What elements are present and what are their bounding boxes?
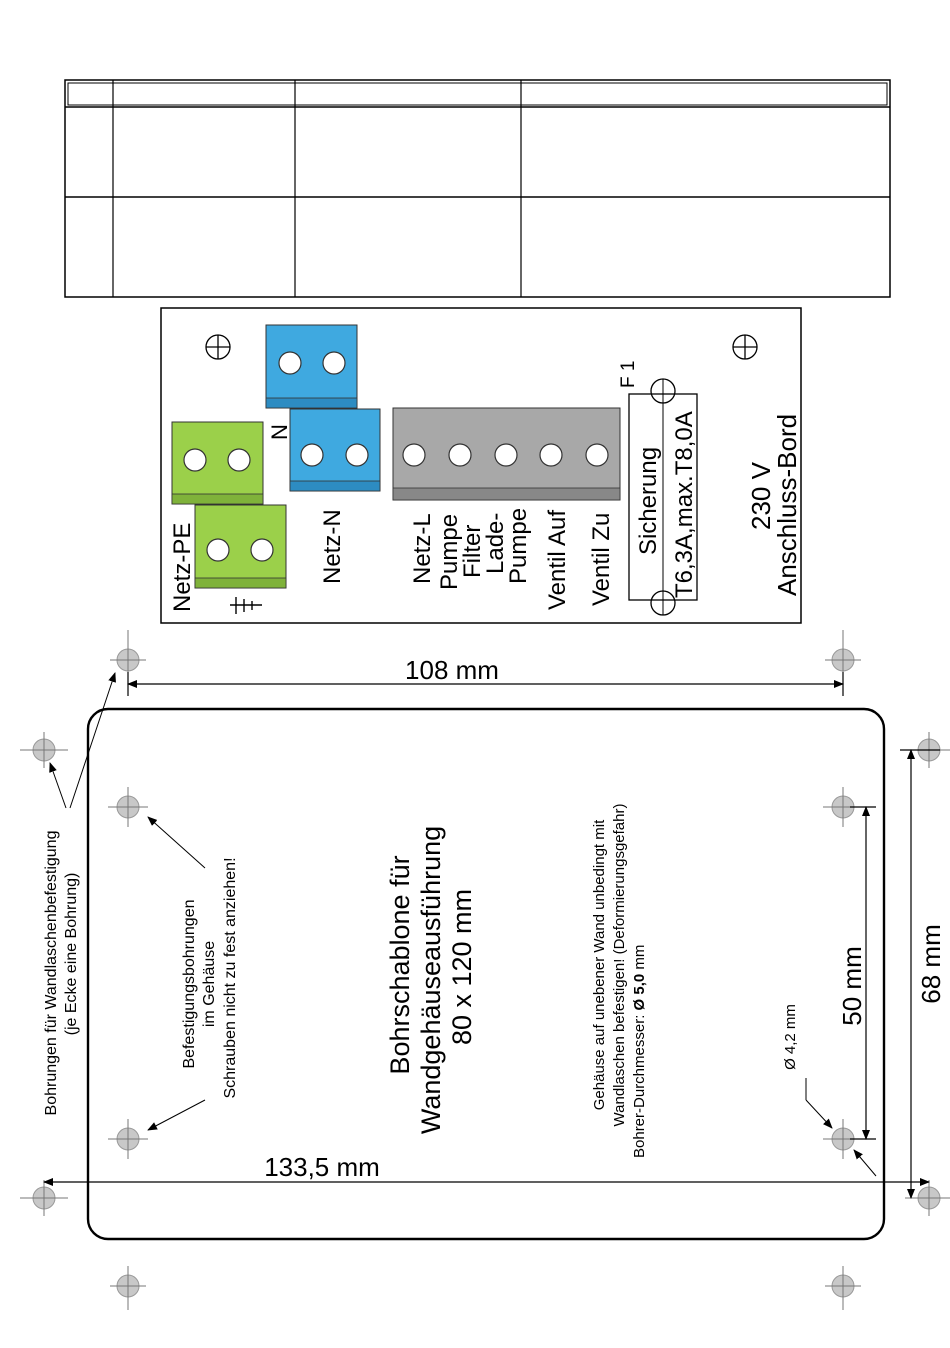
label-ventil-auf: Ventil Auf (544, 510, 571, 610)
note-mount-line-1: Befestigungsbohrungen (181, 899, 198, 1068)
dim-133-label: 133,5 mm (264, 1152, 380, 1182)
header-table (64, 79, 891, 298)
label-netz-pe: Netz-PE (169, 523, 196, 612)
label-pumpe-filter-2: Filter (459, 525, 486, 578)
label-n-mark: N (267, 424, 292, 440)
note-drill-prefix: Bohrer-Durchmesser: (631, 1010, 648, 1158)
hole-wall-left-bottom-icon (20, 1180, 68, 1216)
label-ventil-zu: Ventil Zu (588, 513, 615, 606)
dim-50-label: 50 mm (837, 946, 867, 1025)
dim-108-label: 108 mm (405, 655, 499, 685)
label-netz-n: Netz-N (319, 509, 346, 584)
template-title-line-3: 80 x 120 mm (447, 889, 477, 1045)
board-screw-bottom-icon (732, 334, 758, 360)
terminal-n-blue-1 (265, 324, 358, 409)
note-wall-line-1: Bohrungen für Wandlaschenbefestigung (43, 831, 60, 1116)
note-mount-line-2: im Gehäuse (201, 941, 218, 1027)
terminal-n-blue-2 (289, 408, 381, 492)
label-lade-pumpe-2: Pumpe (505, 508, 532, 584)
label-fuse-sicherung: Sicherung (635, 447, 662, 555)
template-title-line-1: Bohrschablone für (385, 855, 415, 1074)
drilling-template: 108 mm 133,5 mm 50 mm 68 mm Ø 4,2 mm Boh… (20, 630, 950, 1310)
fuse-f1 (628, 378, 698, 616)
note-drill: Bohrer-Durchmesser: Ø 5,0 mm (631, 945, 648, 1158)
hole-wall-bottom-left-icon (110, 1266, 146, 1310)
label-anschluss-bord: Anschluss-Bord (772, 414, 802, 596)
hole-wall-right-bottom-icon (905, 1180, 950, 1216)
note-drill-unit: mm (631, 945, 648, 974)
note-uneven-line-2: Wandlaschen befestigen! (Deformierungsge… (611, 804, 628, 1127)
note-uneven-line-1: Gehäuse auf unebener Wand unbedingt mit (591, 819, 608, 1110)
hole-mount-bottom-left-icon (108, 1119, 148, 1159)
terminal-pe-green-1 (171, 421, 264, 505)
dim-68-label: 68 mm (916, 924, 946, 1003)
connection-board: Netz-PE N Netz-N Netz-L Pumpe Filter Lad… (160, 307, 802, 624)
note-drill-value: Ø 5,0 (631, 974, 648, 1011)
note-wall-line-2: (je Ecke eine Bohrung) (63, 873, 80, 1036)
label-voltage: 230 V (746, 461, 776, 530)
terminal-pe-green-2 (194, 504, 287, 589)
dimension-lines (43, 672, 940, 1199)
hole-mount-top-left-icon (108, 787, 148, 827)
hole-wall-bottom-right-icon (825, 1266, 861, 1310)
label-netz-l: Netz-L (409, 513, 436, 584)
board-screw-top-icon (205, 334, 231, 360)
leader-arrows (49, 672, 877, 1177)
template-title-line-2: Wandgehäuseausführung (416, 826, 446, 1134)
label-pumpe-filter-1: Pumpe (436, 514, 463, 590)
ground-symbol-icon (230, 597, 262, 614)
label-lade-pumpe-1: Lade- (482, 513, 509, 574)
label-fuse-rating: T6,3A,max.T8,0A (671, 411, 698, 598)
dim-hole-label: Ø 4,2 mm (782, 1004, 799, 1070)
label-fuse-id: F 1 (618, 361, 639, 388)
note-mount-line-3: Schrauben nicht zu fest anziehen! (222, 857, 239, 1098)
hole-wall-left-top-icon (20, 732, 68, 768)
terminal-grey-5pole (392, 407, 621, 501)
